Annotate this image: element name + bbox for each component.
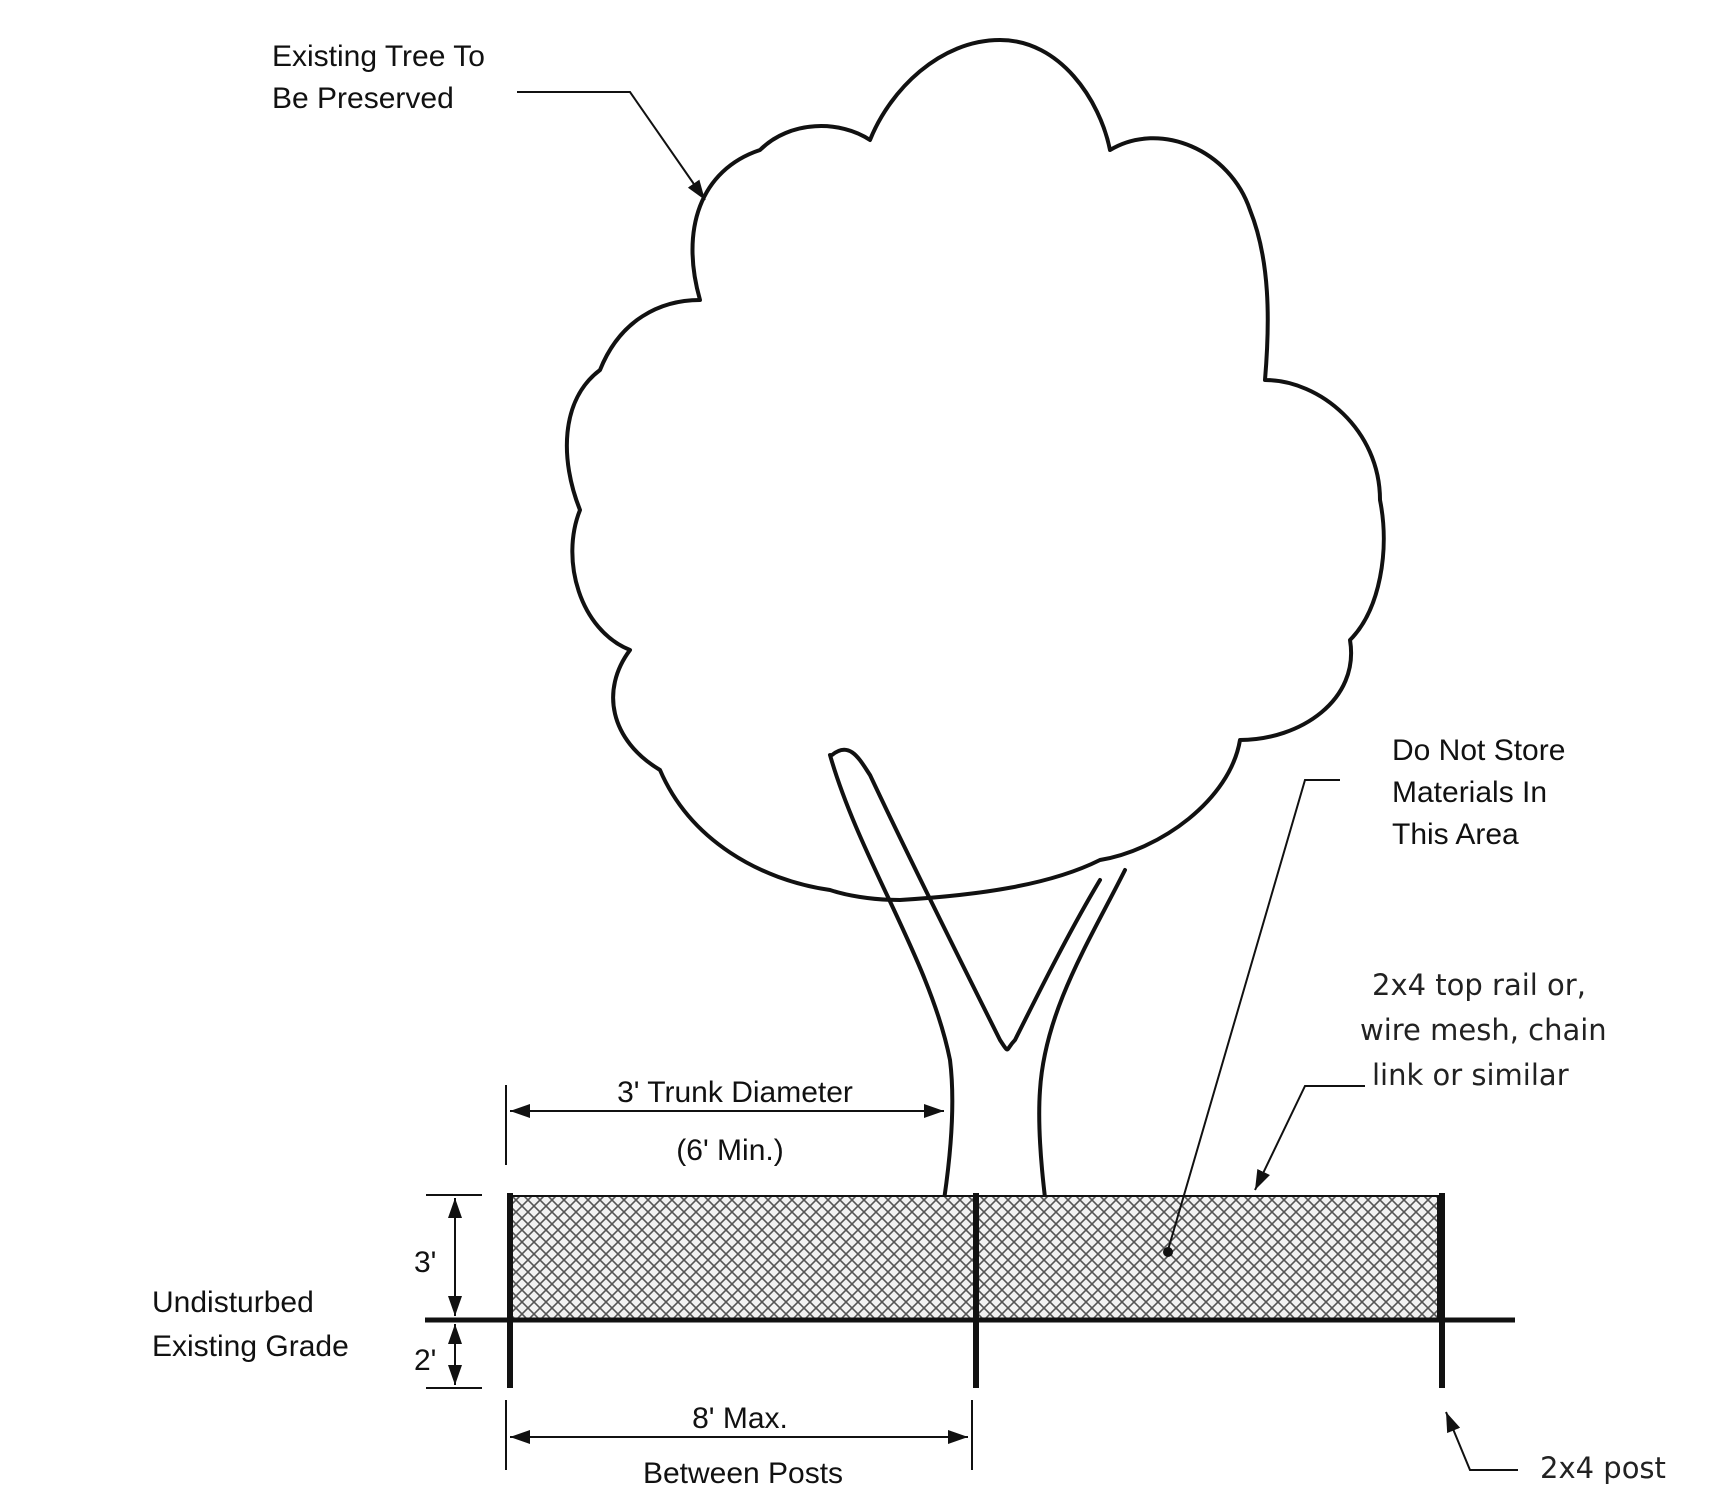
- storage-leader: [1167, 779, 1340, 1251]
- tree-branch-fork: [830, 747, 1102, 1052]
- rail-label: 2x4 top rail or, wire mesh, chain link o…: [1360, 968, 1616, 1092]
- tree-canopy: [564, 38, 1386, 902]
- grade-label: Undisturbed Existing Grade: [152, 1286, 349, 1363]
- height-above-label: 3': [414, 1246, 436, 1279]
- post-leader: [1445, 1411, 1518, 1471]
- spacing-bottom-label: Between Posts: [643, 1457, 843, 1490]
- tree-label: Existing Tree To Be Preserved: [272, 40, 493, 115]
- dripline-min-label: (6' Min.): [676, 1134, 783, 1167]
- post-label: 2x4 post: [1540, 1451, 1666, 1485]
- tree-leader: [517, 91, 706, 201]
- storage-label: Do Not Store Materials In This Area: [1392, 734, 1574, 851]
- storage-leader-dot: [1163, 1247, 1173, 1257]
- fence-mesh-right: [975, 1195, 1439, 1321]
- fence-mesh-left: [509, 1195, 977, 1321]
- dripline-top-label: 3' Trunk Diameter: [617, 1076, 853, 1109]
- spacing-top-label: 8' Max.: [692, 1402, 788, 1435]
- rail-leader: [1254, 1085, 1365, 1191]
- height-below-label: 2': [414, 1344, 436, 1377]
